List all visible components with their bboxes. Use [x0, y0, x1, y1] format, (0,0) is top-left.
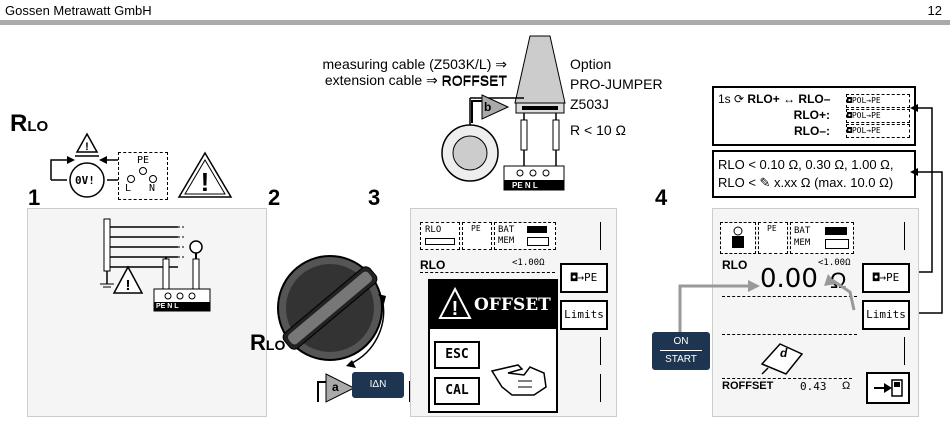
- limit-readout-4: <1.00Ω: [818, 258, 851, 268]
- step-1-panel: ! PE N L: [27, 208, 267, 417]
- bracket-4b: [904, 337, 909, 365]
- page-number: 12: [927, 3, 942, 18]
- circuit-diagram: !: [100, 218, 211, 312]
- option-label: Option: [570, 56, 612, 72]
- rlo-readout-4: RLO: [722, 258, 748, 272]
- roffset-label: ROFFSET: [722, 380, 774, 392]
- pol-button-4[interactable]: ◘→PE: [862, 263, 910, 293]
- svg-text:PE N L: PE N L: [512, 181, 538, 190]
- limits-line-2: RLO < ✎ x.xx Ω (max. 10.0 Ω): [718, 175, 894, 190]
- pro-jumper-device: PE N L: [441, 35, 566, 191]
- roffset-unit: Ω: [842, 380, 851, 392]
- save-to-memory-icon: [874, 379, 903, 397]
- cal-button[interactable]: CAL: [434, 377, 480, 405]
- socket-mini-3: PE: [462, 222, 492, 250]
- resistance-label: R < 10 Ω: [570, 122, 626, 138]
- socket-mini-4: PE: [758, 222, 788, 254]
- callout-d-icon: [760, 343, 804, 375]
- pol-pe-1: ◘POL→PE: [846, 94, 910, 108]
- callout-b-arrow: [471, 94, 510, 123]
- separator-4c: [722, 378, 852, 379]
- idn-key[interactable]: IΔN: [352, 372, 404, 398]
- on-start-key[interactable]: ON START: [652, 332, 710, 370]
- socket-label: PE N L: [156, 303, 179, 310]
- callout-a: a: [332, 380, 339, 394]
- pol-pe-3: ◘POL→PE: [846, 124, 910, 138]
- model-label: Z503J: [570, 96, 609, 112]
- step-4-number: 4: [655, 185, 668, 210]
- limits-button-4[interactable]: Limits: [862, 300, 910, 330]
- save-button[interactable]: [866, 372, 910, 404]
- step-1-number: 1: [28, 185, 41, 210]
- rlo-plus-label: RLO+:: [793, 108, 830, 122]
- start-arrow: [678, 274, 856, 332]
- cable-line-2: extension cable ⇒ ROFFSET: [324, 72, 507, 88]
- bracket-4a: [904, 222, 909, 250]
- callout-b: b: [484, 100, 492, 114]
- offset-dialog: ! OFFSET ESC CAL: [428, 279, 558, 413]
- separator-4b: [722, 334, 857, 335]
- offset-warning-icon: !: [438, 287, 472, 320]
- roffset-value: 0.43: [800, 380, 827, 393]
- limit-readout-3: <1.00Ω: [512, 258, 545, 268]
- limits-line-1: RLO < 0.10 Ω, 0.30 Ω, 1.00 Ω,: [718, 157, 894, 172]
- zero-volt-label: 0V!: [75, 174, 95, 187]
- rlo-switch-label: RLO: [250, 330, 286, 355]
- bat-mem-4: BAT MEM: [790, 222, 854, 254]
- offset-title: OFFSET: [474, 295, 551, 315]
- svg-text:!: !: [452, 298, 459, 320]
- bat-mem-3: BAT MEM: [494, 222, 556, 250]
- svg-text:!: !: [85, 141, 89, 153]
- rotary-switch: [277, 255, 386, 368]
- polarity-time: 1s ⟳ RLO+ ↔ RLO–: [718, 92, 831, 106]
- separator-3: [420, 272, 555, 273]
- connector-arrows: [910, 104, 943, 314]
- pol-button-3[interactable]: ◘→PE: [560, 263, 608, 293]
- hand-pointer-icon: [490, 364, 547, 396]
- bracket-3c: [600, 374, 605, 402]
- header-rule: [0, 20, 950, 25]
- svg-text:!: !: [201, 167, 210, 197]
- section-title: RLO: [10, 110, 49, 137]
- socket-icon: PE L N: [118, 152, 168, 200]
- esc-button[interactable]: ESC: [434, 341, 480, 369]
- rlo-symbol: RLO: [420, 222, 460, 250]
- pol-pe-2: ◘POL→PE: [846, 109, 910, 123]
- step-2-number: 2: [268, 185, 281, 210]
- person-icon: [720, 222, 756, 254]
- rlo-readout-3: RLO: [420, 258, 446, 272]
- company-name: Gossen Metrawatt GmbH: [5, 3, 152, 18]
- measured-value: 0.00: [760, 264, 818, 294]
- limits-button-3[interactable]: Limits: [560, 300, 608, 330]
- bracket-3a: [600, 222, 605, 250]
- cable-line-1: measuring cable (Z503K/L) ⇒ ROFFSET: [322, 56, 507, 89]
- polarity-info-box: 1s ⟳ RLO+ ↔ RLO– RLO+: RLO–: ◘POL→PE ◘PO…: [712, 86, 916, 146]
- jumper-label: PRO-JUMPER: [570, 76, 663, 92]
- rlo-minus-label: RLO–:: [794, 124, 830, 138]
- callout-d: d: [780, 346, 788, 360]
- bracket-3b: [600, 337, 605, 365]
- svg-text:!: !: [126, 277, 131, 294]
- warning-icon: !: [177, 151, 233, 198]
- step-3-number: 3: [368, 185, 381, 210]
- separator-4a: [722, 296, 857, 297]
